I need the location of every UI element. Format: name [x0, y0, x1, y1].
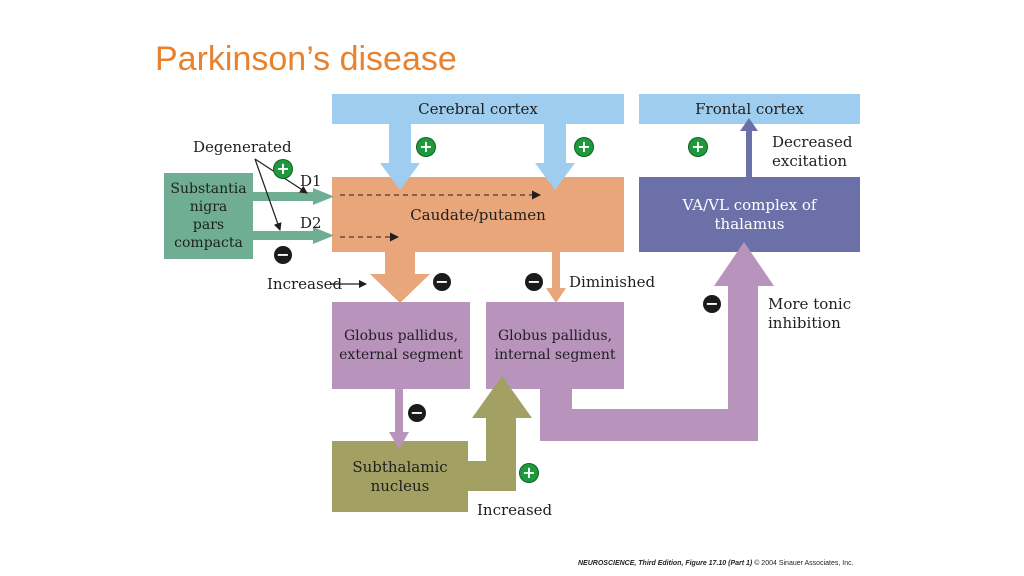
d1-label: D1 [300, 172, 322, 190]
degenerated-label: Degenerated [193, 138, 292, 156]
plus-sign-cortex-left: + [417, 138, 435, 156]
plus-sign-d1: + [274, 160, 292, 178]
thalamus-label: VA/VL complex of thalamus [682, 195, 817, 233]
d2-pathway-bar [253, 231, 315, 240]
stn-to-gpi-arrow [468, 376, 532, 491]
d2-label: D2 [300, 214, 322, 232]
minus-sign-striatum-gpe: − [433, 273, 451, 291]
increased-stn-label: Increased [477, 501, 553, 519]
more-tonic-inhibition-label: More tonic inhibition [768, 295, 852, 332]
caption-copyright: © 2004 Sinauer Associates, Inc. [754, 560, 854, 567]
figure-caption: NEUROSCIENCE, Third Edition, Figure 17.1… [578, 560, 854, 567]
plus-sign-cortex-right: + [575, 138, 593, 156]
subthalamic-box [332, 441, 468, 512]
striatum-to-gpe-arrow [370, 252, 430, 303]
d1-pathway-bar [253, 192, 315, 201]
gp-internal-box [486, 302, 624, 389]
cerebral-cortex-box [332, 94, 624, 124]
gpi-to-thalamus-arrow [540, 242, 774, 441]
gp-external-label: Globus pallidus, external segment [339, 327, 463, 363]
thalamus-box [639, 177, 860, 252]
gp-external-box [332, 302, 470, 389]
substantia-nigra-label: Substantia nigra pars compacta [170, 181, 247, 251]
minus-sign-d2: − [274, 246, 292, 264]
cortex-to-striatum-arrow-right [535, 124, 575, 190]
gp-internal-label: Globus pallidus, internal segment [494, 327, 616, 363]
gpe-to-stn-arrow [389, 389, 409, 449]
d1-pathway-arrowhead [313, 188, 334, 205]
minus-sign-striatum-gpi: − [525, 273, 543, 291]
caudate-putamen-box [332, 177, 624, 252]
cortex-to-striatum-arrow-left [380, 124, 420, 190]
degenerated-pointer-d2 [254, 158, 282, 231]
frontal-cortex-label: Frontal cortex [695, 99, 804, 118]
striatum-to-gpi-arrow [546, 252, 566, 303]
increased-gpe-label: Increased [267, 275, 343, 293]
minus-sign-gpe-stn: − [408, 404, 426, 422]
d2-pathway-arrowhead [313, 227, 334, 244]
subthalamic-label: Subthalamic nucleus [352, 457, 448, 495]
page-title: Parkinson’s disease [155, 40, 457, 78]
plus-sign-stn-gpi: + [520, 464, 538, 482]
caudate-putamen-label: Caudate/putamen [410, 205, 546, 224]
diminished-label: Diminished [569, 273, 656, 291]
minus-sign-gpi-thalamus: − [703, 295, 721, 313]
thalamus-to-frontal-arrow [740, 118, 758, 177]
decreased-excitation-label: Decreased excitation [772, 133, 853, 170]
caption-source: NEUROSCIENCE, Third Edition, Figure 17.1… [578, 560, 753, 567]
substantia-nigra-box [164, 173, 253, 259]
plus-sign-thalamus: + [689, 138, 707, 156]
cerebral-cortex-label: Cerebral cortex [418, 99, 538, 118]
